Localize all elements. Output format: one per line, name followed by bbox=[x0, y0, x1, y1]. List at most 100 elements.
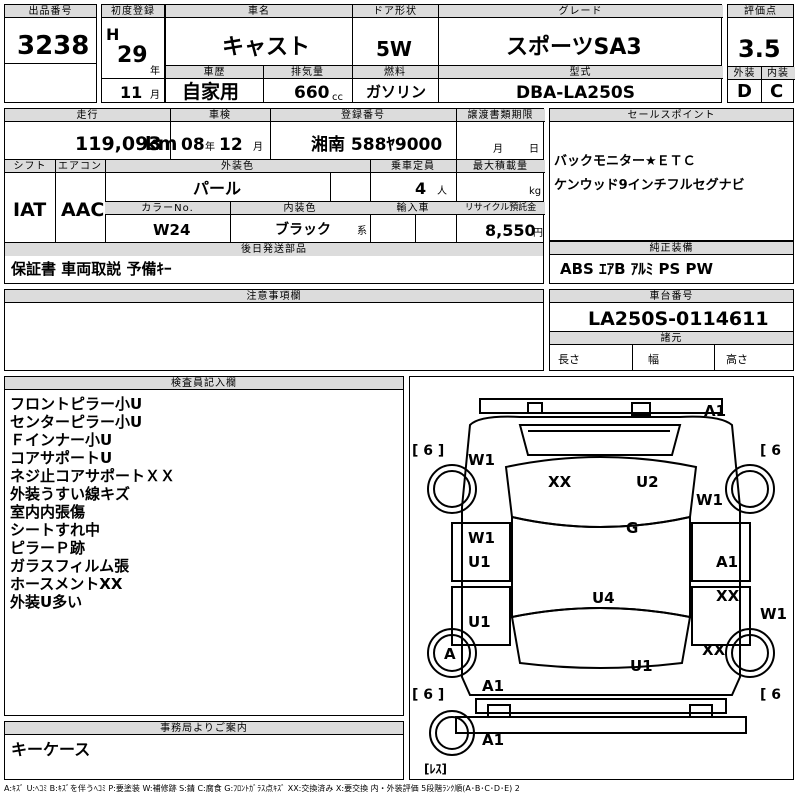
height-label: 高さ bbox=[726, 353, 748, 366]
import-label: 輸入車 bbox=[370, 202, 456, 215]
plate-label: 登録番号 bbox=[270, 109, 456, 122]
history-label: 車歴 bbox=[166, 66, 263, 79]
door-type: 5W bbox=[376, 37, 412, 61]
ext-label: 外装 bbox=[728, 67, 761, 80]
int-label: 内装 bbox=[761, 67, 795, 80]
door-label: ドア形状 bbox=[352, 5, 438, 18]
km-unit: km bbox=[145, 133, 178, 155]
plate-number: 湘南 588ﾔ9000 bbox=[311, 135, 443, 155]
inspector-line: 室内内張傷 bbox=[10, 503, 86, 521]
rest-label: [ﾚｽ] bbox=[424, 762, 447, 776]
insp-year-unit: 年 bbox=[205, 142, 215, 153]
mileage-label: 走行 bbox=[5, 109, 170, 122]
int-grade: C bbox=[770, 81, 784, 102]
reg-month: 11 bbox=[120, 83, 143, 102]
inspector-line: Ｆインナー小U bbox=[10, 431, 113, 449]
sales-line-1: バックモニター★ＥＴＣ bbox=[554, 154, 696, 169]
inspector-line: フロントピラー小U bbox=[10, 395, 143, 413]
mark-a1-bumper: A1 bbox=[482, 677, 504, 695]
reg-year: 29 bbox=[117, 43, 148, 68]
corner-bl: [ 6 ] bbox=[412, 687, 444, 703]
capacity-label: 乗車定員 bbox=[370, 160, 456, 173]
interior-suffix: 系 bbox=[357, 226, 367, 237]
office-box: 事務局よりご案内 キーケース bbox=[4, 721, 404, 780]
capacity-unit: 人 bbox=[437, 186, 447, 197]
interior-color: ブラック bbox=[275, 222, 331, 238]
mark-u1-rdoor: U1 bbox=[468, 613, 491, 631]
exterior-color: パール bbox=[193, 179, 242, 198]
first-reg-box: 初度登録 H 29 年 11 月 bbox=[101, 4, 165, 103]
ext-grade: D bbox=[737, 81, 752, 102]
later-parts-box: 保証書 車両取説 予備ｷｰ bbox=[4, 256, 544, 284]
mark-w1-pillar: W1 bbox=[468, 529, 495, 547]
sales-box: セールスポイント バックモニター★ＥＴＣ ケンウッド9インチフルセグナビ bbox=[549, 108, 794, 241]
mark-w1-fl: W1 bbox=[468, 451, 495, 469]
yen-unit: 円 bbox=[533, 228, 543, 239]
car-name: キャスト bbox=[222, 35, 311, 60]
model-code: DBA-LA250S bbox=[516, 83, 635, 103]
inspector-line: シートすれ中 bbox=[10, 521, 101, 539]
dims-label: 諸元 bbox=[550, 332, 793, 345]
notes-label: 注意事項欄 bbox=[5, 290, 543, 303]
mark-a1-rdoor: A1 bbox=[716, 553, 738, 571]
office-note: キーケース bbox=[11, 740, 91, 759]
exterior-color-label: 外装色 bbox=[105, 160, 370, 173]
score-box: 評価点 3.5 外装 内装 D C bbox=[727, 4, 795, 103]
corner-tr: [ 6 bbox=[760, 443, 781, 459]
inspector-label: 検査員記入欄 bbox=[5, 377, 403, 390]
corner-br: [ 6 bbox=[760, 687, 781, 703]
later-parts: 保証書 車両取説 予備ｷｰ bbox=[11, 260, 172, 278]
equipment-label: 純正装備 bbox=[550, 242, 793, 255]
air-conditioner: AAC bbox=[61, 199, 105, 221]
corner-tl: [ 6 ] bbox=[412, 443, 444, 459]
mark-xx-rdoor: XX bbox=[716, 587, 740, 605]
width-label: 幅 bbox=[648, 353, 659, 366]
mark-a-wheel: A bbox=[444, 645, 456, 663]
inspector-line: センターピラー小U bbox=[10, 413, 143, 431]
detail-grid: 走行 車検 登録番号 譲渡書類期限 119,093 km 08 年 12 月 湘… bbox=[4, 108, 545, 256]
mark-xx-rear: XX bbox=[702, 641, 726, 659]
capacity: 4 bbox=[415, 179, 427, 198]
shift-label: シフト bbox=[5, 160, 55, 173]
car-outline: A1 W1 XX U2 W1 G W1 U1 A1 U4 XX W1 U1 XX… bbox=[412, 398, 787, 776]
interior-color-label: 内装色 bbox=[230, 202, 370, 215]
mark-w1-fr: W1 bbox=[696, 491, 723, 509]
month-unit: 月 bbox=[150, 90, 160, 101]
inspection-label: 車検 bbox=[170, 109, 270, 122]
equipment: ABS ｴｱB ｱﾙﾐ PS PW bbox=[560, 260, 714, 278]
mark-a1-lower: A1 bbox=[482, 731, 504, 749]
insp-month-unit: 月 bbox=[253, 142, 263, 153]
sales-line-2: ケンウッド9インチフルセグナビ bbox=[554, 178, 745, 193]
mark-u1-fdoor: U1 bbox=[468, 553, 491, 571]
mark-xx-hood: XX bbox=[548, 473, 572, 491]
inspector-notes: フロントピラー小U センターピラー小U Ｆインナー小U コアサポートU ネジ止コ… bbox=[10, 395, 175, 611]
mark-u1-rear: U1 bbox=[630, 657, 653, 675]
lot-box: 出品番号 3238 bbox=[4, 4, 97, 103]
car-history: 自家用 bbox=[182, 81, 240, 103]
transfer-month: 月 bbox=[493, 144, 503, 155]
score: 3.5 bbox=[738, 35, 781, 63]
score-label: 評価点 bbox=[728, 5, 793, 18]
inspector-line: 外装U多い bbox=[10, 593, 83, 611]
inspector-box: 検査員記入欄 フロントピラー小U センターピラー小U Ｆインナー小U コアサポー… bbox=[4, 376, 404, 716]
inspector-line: ピラーＰ跡 bbox=[10, 539, 86, 557]
car-name-label: 車名 bbox=[166, 5, 352, 18]
insp-month: 12 bbox=[219, 135, 243, 155]
later-parts-label: 後日発送部品 bbox=[5, 243, 543, 256]
recycle-fee: 8,550 bbox=[485, 221, 536, 240]
notes-box: 注意事項欄 bbox=[4, 289, 544, 371]
displacement: 660 bbox=[294, 83, 330, 103]
lot-label: 出品番号 bbox=[5, 5, 96, 18]
grade: スポーツSA3 bbox=[506, 35, 642, 60]
chassis-box: 車台番号 LA250S-0114611 諸元 長さ 幅 高さ bbox=[549, 289, 794, 371]
length-label: 長さ bbox=[558, 353, 580, 366]
grade-label: グレード bbox=[438, 5, 723, 18]
recycle-label: リサイクル預託金 bbox=[456, 202, 545, 215]
chassis-number: LA250S-0114611 bbox=[588, 308, 769, 330]
chassis-label: 車台番号 bbox=[550, 290, 793, 303]
sales-label: セールスポイント bbox=[550, 109, 793, 122]
inspector-line: コアサポートU bbox=[10, 449, 113, 467]
office-label: 事務局よりご案内 bbox=[5, 722, 403, 735]
color-number: W24 bbox=[153, 221, 191, 239]
inspector-line: ネジ止コアサポートＸＸ bbox=[10, 467, 176, 485]
